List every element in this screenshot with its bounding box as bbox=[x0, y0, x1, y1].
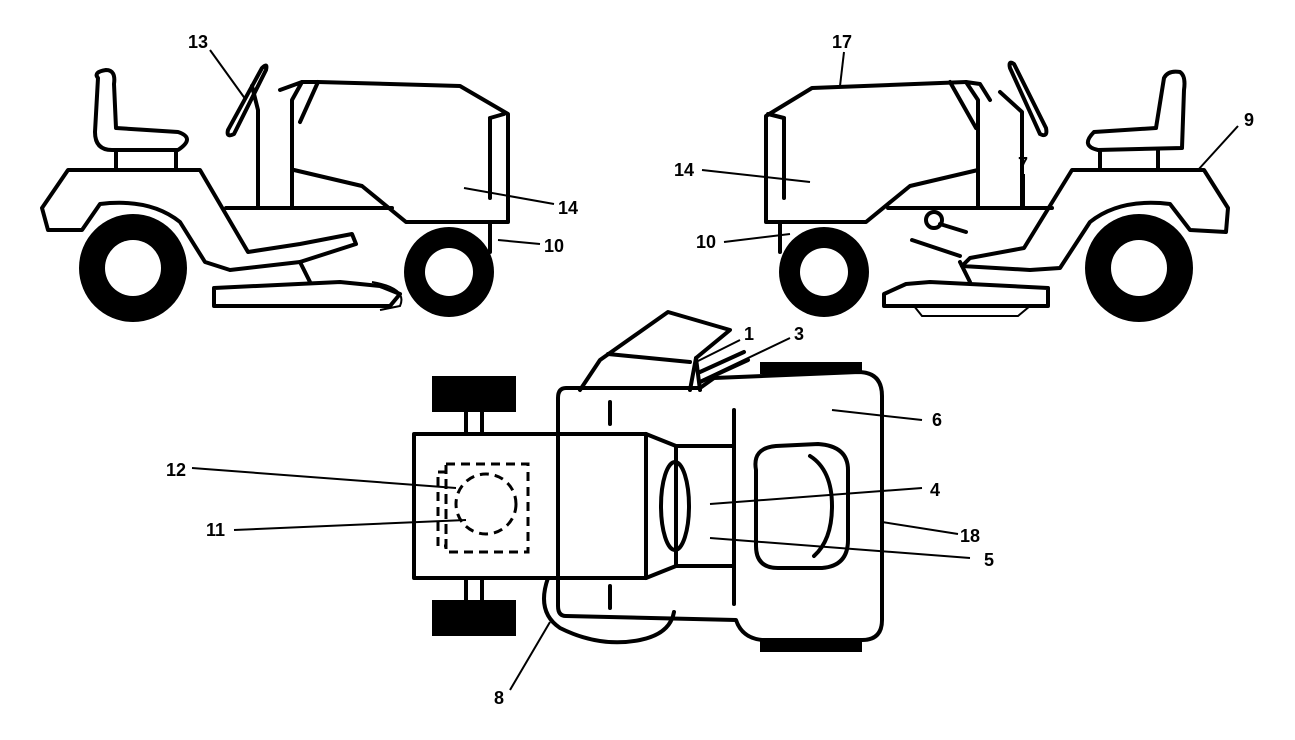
callout-7: 7 bbox=[1018, 154, 1028, 174]
callout-4: 4 bbox=[930, 480, 940, 500]
callout-10-left: 10 bbox=[544, 236, 564, 256]
callout-5: 5 bbox=[984, 550, 994, 570]
tractor-left-side-view bbox=[40, 63, 510, 322]
callout-9: 9 bbox=[1244, 110, 1254, 130]
callout-14-left: 14 bbox=[558, 198, 578, 218]
callout-numbers: 13 14 10 17 9 7 14 10 1 3 6 12 4 11 18 5… bbox=[166, 32, 1254, 708]
tractor-right-side-view bbox=[764, 60, 1230, 322]
callout-14-right: 14 bbox=[674, 160, 694, 180]
tractor-top-view bbox=[412, 310, 884, 652]
callout-11: 11 bbox=[206, 520, 225, 540]
callout-3: 3 bbox=[794, 324, 804, 344]
callout-13: 13 bbox=[188, 32, 208, 52]
callout-12: 12 bbox=[166, 460, 186, 480]
callout-18: 18 bbox=[960, 526, 980, 546]
callout-leaders bbox=[191, 49, 1239, 691]
callout-10-right: 10 bbox=[696, 232, 716, 252]
callout-1: 1 bbox=[744, 324, 754, 344]
callout-8: 8 bbox=[494, 688, 504, 708]
callout-6: 6 bbox=[932, 410, 942, 430]
callout-17: 17 bbox=[832, 32, 852, 52]
